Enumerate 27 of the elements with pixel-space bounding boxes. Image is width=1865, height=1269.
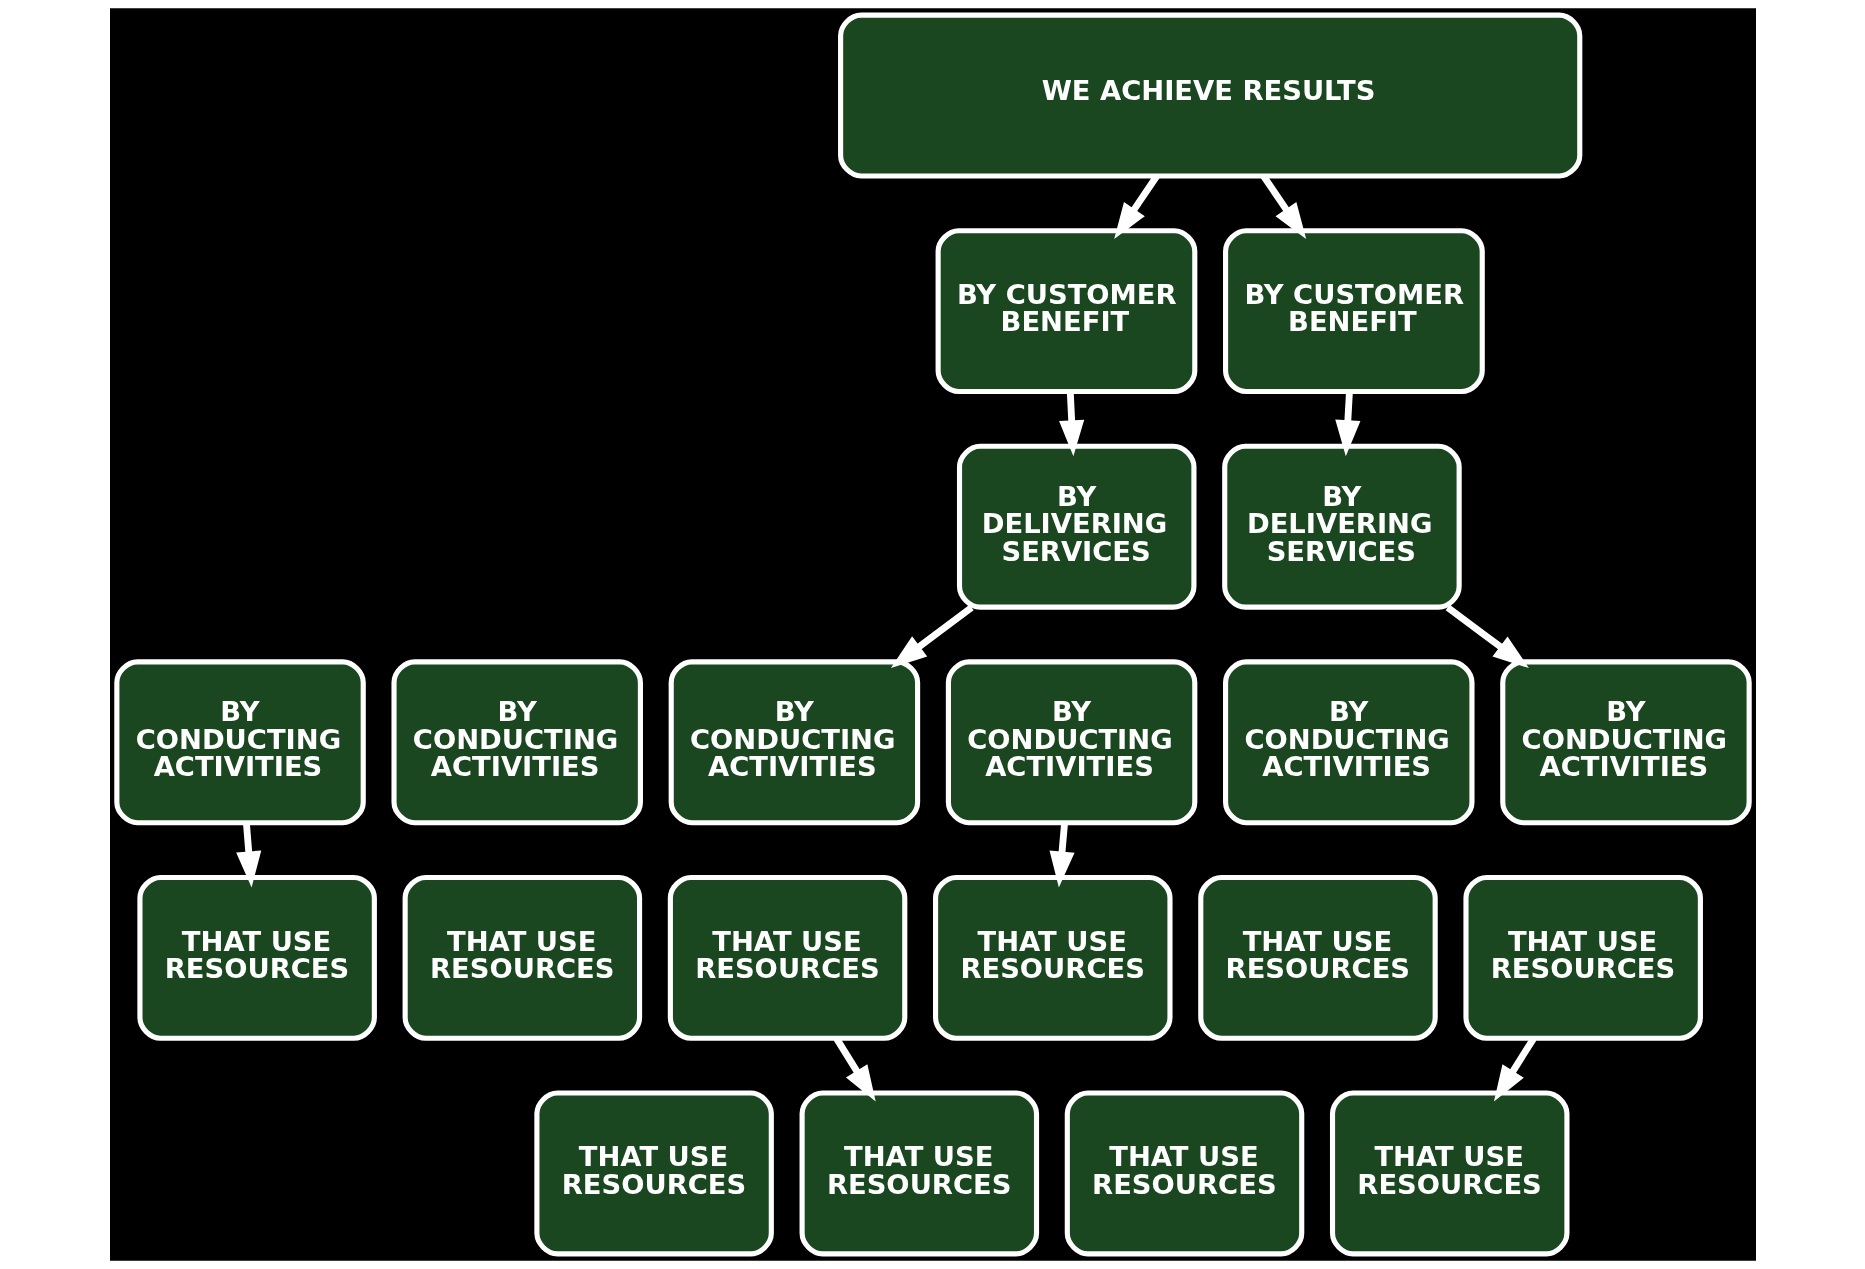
node-box: BY DELIVERING SERVICES xyxy=(956,443,1196,610)
arrow xyxy=(890,604,974,669)
node-box: THAT USE RESOURCES xyxy=(1462,874,1703,1041)
node-box: THAT USE RESOURCES xyxy=(136,874,377,1041)
node-box: BY CUSTOMER BENEFIT xyxy=(1222,228,1485,395)
arrow xyxy=(235,822,261,888)
arrow xyxy=(1049,822,1075,888)
arrow xyxy=(1445,604,1529,669)
node-box: THAT USE RESOURCES xyxy=(533,1090,774,1257)
node-box: THAT USE RESOURCES xyxy=(932,874,1173,1041)
node-box: BY CONDUCTING ACTIVITIES xyxy=(1222,659,1475,826)
node-box: BY CUSTOMER BENEFIT xyxy=(935,228,1197,395)
arrow xyxy=(1058,391,1084,457)
node-box: WE ACHIEVE RESULTS xyxy=(837,12,1582,179)
node-box: BY DELIVERING SERVICES xyxy=(1221,443,1462,610)
node-box: THAT USE RESOURCES xyxy=(1064,1090,1304,1257)
node-box: BY CONDUCTING ACTIVITIES xyxy=(390,659,643,826)
arrow xyxy=(1334,391,1360,457)
node-box: BY CONDUCTING ACTIVITIES xyxy=(668,659,920,826)
node-box: BY CONDUCTING ACTIVITIES xyxy=(945,659,1197,826)
node-box: BY CONDUCTING ACTIVITIES xyxy=(1499,659,1752,826)
node-box: THAT USE RESOURCES xyxy=(799,1090,1039,1257)
node-box: THAT USE RESOURCES xyxy=(667,874,907,1041)
node-box: THAT USE RESOURCES xyxy=(402,874,642,1041)
node-box: THAT USE RESOURCES xyxy=(1197,874,1438,1041)
node-box: THAT USE RESOURCES xyxy=(1329,1090,1569,1257)
node-box: BY CONDUCTING ACTIVITIES xyxy=(113,659,366,826)
